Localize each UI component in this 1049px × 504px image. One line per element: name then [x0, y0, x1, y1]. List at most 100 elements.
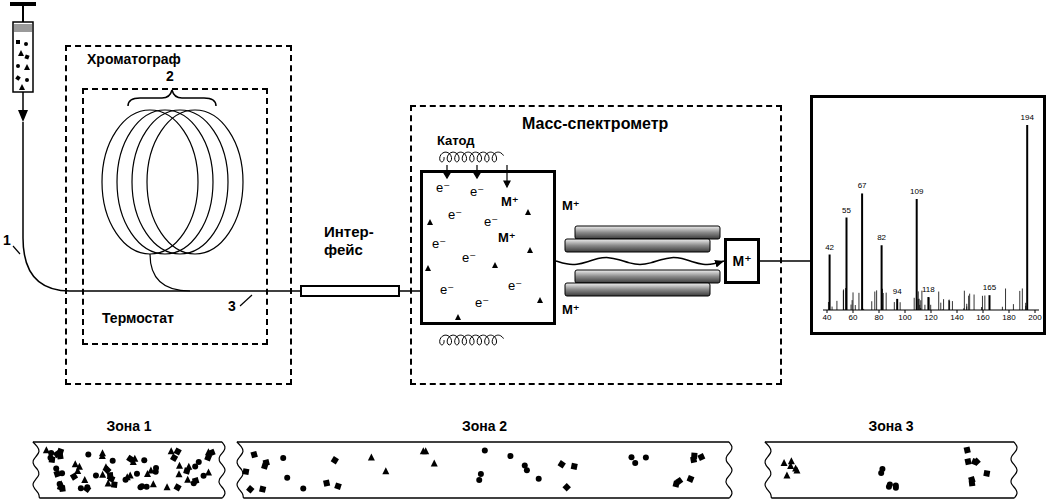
- zone-heading: Зона 1: [30, 418, 228, 435]
- axis-number: 80: [875, 314, 884, 322]
- quadrupole-rods: [575, 226, 720, 239]
- box-heading: Катод: [437, 133, 475, 149]
- spectrum-peak: [919, 305, 920, 310]
- electron-label: e⁻: [432, 236, 446, 252]
- particle: [57, 448, 65, 456]
- spectrum-peak: [940, 303, 941, 310]
- particle: [70, 472, 78, 480]
- spectrum-peak: [871, 301, 872, 310]
- particle: [164, 483, 171, 490]
- particle: [323, 480, 330, 487]
- particle: [284, 475, 290, 481]
- column-coil: [147, 110, 243, 254]
- axis-number: 40: [823, 314, 832, 322]
- spectrum-peak: [966, 304, 967, 310]
- sample-particles: [15, 40, 30, 90]
- molecule-triangles: [427, 219, 433, 225]
- particle: [965, 458, 972, 465]
- spectrum-peak: [863, 309, 864, 310]
- capillary-line: [23, 122, 268, 291]
- zone-wavy-end: [1011, 442, 1017, 498]
- mass-spectrometer-box: Масс-спектрометрКатодM⁺: [410, 105, 782, 385]
- cathode-filament: [440, 335, 504, 345]
- spectrum-peak: [920, 300, 921, 310]
- zone-border: [39, 497, 222, 499]
- particle: [242, 468, 249, 475]
- ion-label: M⁺: [562, 302, 580, 318]
- particle: [643, 455, 649, 461]
- particle: [141, 457, 147, 463]
- column-coil: [102, 110, 243, 291]
- electron-label: e⁻: [462, 250, 476, 266]
- axis-tick: [957, 310, 958, 313]
- electron-label: e⁻: [470, 184, 484, 200]
- spectrum-peak: [916, 199, 918, 310]
- axis-number: 55: [842, 207, 851, 215]
- spectrum-peak: [844, 309, 845, 310]
- axis-tick: [827, 310, 828, 313]
- zone-border: [237, 441, 729, 443]
- spectrum-peak: [836, 301, 837, 310]
- particle: [507, 453, 513, 459]
- particle: [205, 448, 212, 455]
- zone-border: [33, 441, 222, 443]
- spectrum-peak: [918, 291, 919, 310]
- spectrum-peak: [896, 299, 898, 310]
- molecule-triangles: [425, 209, 543, 320]
- particle: [431, 459, 438, 466]
- particle: [111, 481, 118, 488]
- spectrum-peak: [894, 302, 895, 310]
- quadrupole-rods: [565, 239, 710, 252]
- particle: [524, 467, 530, 473]
- syringe: [13, 22, 33, 92]
- particle: [85, 452, 91, 458]
- spectrum-peak: [929, 298, 930, 310]
- zone-outline: [234, 442, 735, 498]
- spectrum-peak: [981, 307, 982, 310]
- axis-tick: [1009, 310, 1010, 313]
- particle: [176, 462, 183, 469]
- particle: [139, 483, 145, 489]
- electron-label: e⁻: [475, 295, 489, 311]
- spectrum-peak: [1005, 289, 1006, 310]
- callout-number: 3: [228, 298, 236, 315]
- axis-number: 140: [950, 314, 963, 322]
- spectrum-peak: [858, 293, 859, 310]
- syringe: [14, 24, 32, 32]
- particle: [53, 470, 61, 478]
- sample-particles: [25, 78, 29, 82]
- axis-number: 94: [893, 288, 902, 296]
- electron-arrow: [444, 173, 450, 178]
- spectrum-peak: [948, 300, 949, 310]
- spectrum-peak: [927, 297, 929, 310]
- quadrupole-rods: [575, 270, 720, 283]
- axis-number: 160: [976, 314, 989, 322]
- particle: [886, 484, 892, 490]
- quadrupole-rods: [565, 283, 710, 296]
- particle: [964, 447, 971, 454]
- particle: [192, 463, 198, 469]
- axis-number: 82: [877, 234, 886, 242]
- axis-number: 194: [1021, 114, 1034, 122]
- electron-arrow: [474, 173, 480, 178]
- spectrum-peak: [1025, 303, 1026, 310]
- spectrum-peak: [924, 305, 925, 310]
- particle: [184, 476, 191, 483]
- particle: [170, 454, 178, 462]
- zone-outline: [762, 442, 1020, 498]
- particle: [191, 480, 197, 486]
- zone-heading: Зона 2: [234, 418, 735, 435]
- spectrum-peak: [943, 299, 944, 310]
- particle: [788, 457, 795, 464]
- callout-number: 1: [3, 232, 11, 249]
- particle: [422, 447, 429, 454]
- particle: [476, 477, 482, 483]
- particle: [558, 460, 566, 468]
- box-heading: M⁺: [732, 253, 751, 270]
- spectrum-peak: [881, 245, 883, 310]
- connector: [268, 290, 300, 292]
- spectrum-peak: [851, 305, 852, 310]
- spectrum-peak: [852, 300, 853, 310]
- zone-band: Зона 3: [762, 442, 1020, 498]
- axis-number: 180: [1002, 314, 1015, 322]
